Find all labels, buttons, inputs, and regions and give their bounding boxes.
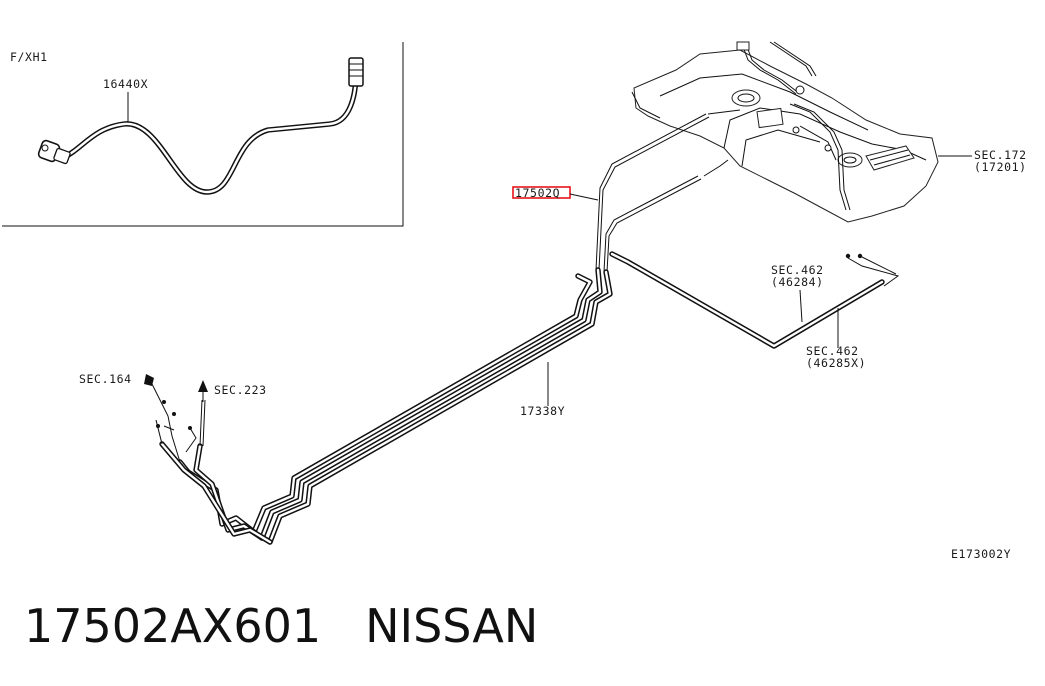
tube-part-label: 17338Y (520, 404, 565, 418)
fuel-pump-flange (731, 89, 761, 107)
figure-id-label: E173002Y (951, 547, 1011, 561)
fuel-tank (631, 41, 939, 223)
highlight-box (512, 186, 571, 199)
sec-462-upper-label: SEC.462 (771, 263, 824, 277)
highlighted-part-label: 17502Q (515, 186, 560, 200)
inset-panel: F/XH1 16440X (2, 42, 404, 227)
hose-part-label: 16440X (103, 77, 148, 91)
inset-border (2, 42, 404, 227)
sender-flange (837, 152, 863, 168)
sec-164-fitting (144, 374, 154, 386)
sec-462-upper-leader (799, 289, 803, 323)
fuel-hose-16440x (37, 57, 364, 195)
sec-223-arrow (198, 380, 208, 392)
sec-462-lower-sub-label: (46285X) (806, 356, 866, 370)
tank-feed-lines (595, 109, 741, 273)
quick-connector (37, 139, 71, 165)
part-caption: 17502AX601 NISSAN (24, 596, 538, 656)
right-branch-tubes (609, 251, 900, 349)
inset-code-label: F/XH1 (10, 50, 48, 64)
sec-462-upper-sub-label: (46284) (771, 275, 824, 289)
sec-164-label: SEC.164 (79, 372, 132, 386)
main-fuel-tube-bundle (251, 267, 613, 545)
sec-172-label: SEC.172 (974, 148, 1027, 162)
sec-172-sub-label: (17201) (974, 160, 1027, 174)
highlighted-part-callout: 17502Q (512, 186, 599, 201)
highlight-leader-line (569, 193, 599, 201)
caption-part-number: 17502AX601 (24, 599, 322, 653)
hose-end-fitting (348, 57, 364, 87)
front-end-tubes (144, 374, 273, 545)
caption-brand: NISSAN (365, 599, 539, 653)
sec-462-lower-label: SEC.462 (806, 344, 859, 358)
sec-223-label: SEC.223 (214, 383, 267, 397)
